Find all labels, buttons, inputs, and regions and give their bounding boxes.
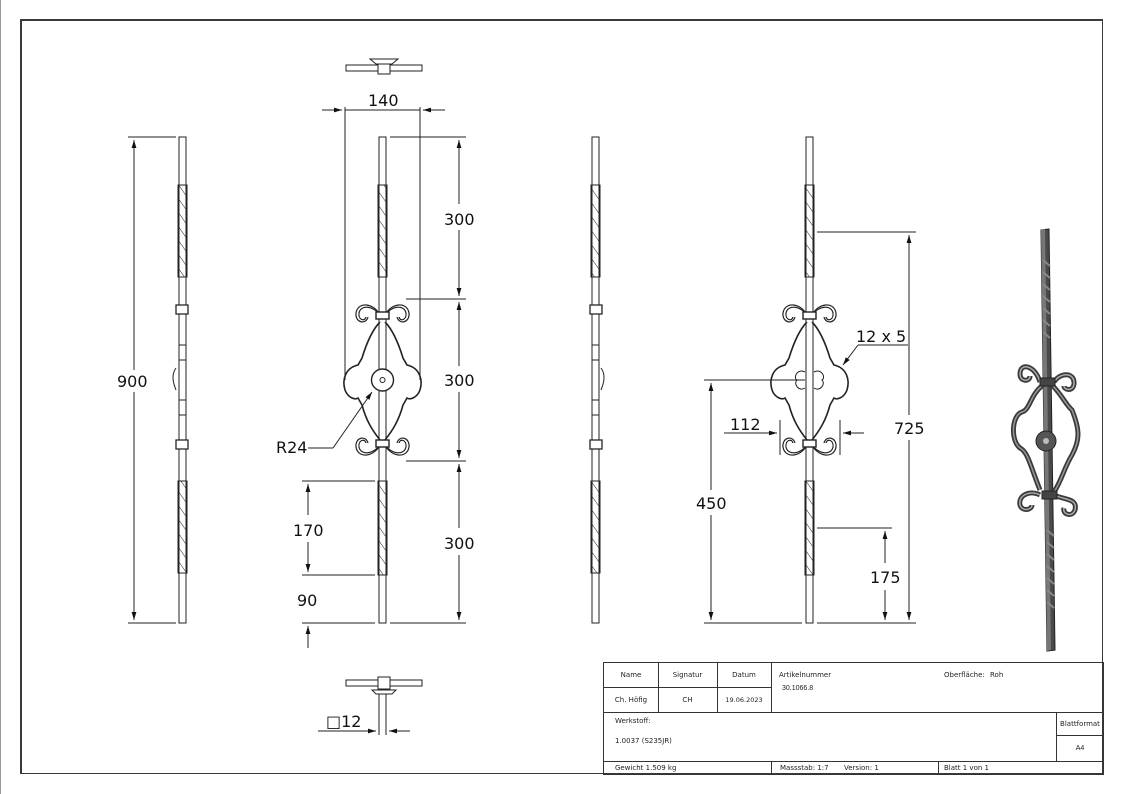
weight: Gewicht 1.509 kg: [615, 764, 677, 772]
article-label: Artikelnummer: [779, 671, 832, 679]
bottom-view: [318, 676, 423, 735]
dim-twist-bottom-height: 175: [870, 568, 901, 587]
dim-scroll-width: 112: [730, 415, 761, 434]
dim-bar-section: □12: [326, 712, 361, 731]
side-view-left: [128, 136, 189, 624]
scale: Massstab: 1:7: [780, 764, 829, 772]
detail-view: [704, 136, 916, 624]
material-value: 1.0037 (S235JR): [615, 737, 672, 745]
title-block: Name Signatur Datum Ch. Höfig CH 19.06.2…: [603, 662, 1104, 775]
dim-rosette-height: 450: [696, 494, 727, 513]
header-signature: Signatur: [672, 671, 703, 679]
dim-bottom-offset: 90: [297, 591, 317, 610]
author-name: Ch. Höfig: [614, 695, 648, 704]
page-edge: [0, 0, 1, 794]
dim-overall-height: 900: [117, 372, 148, 391]
dim-twist-length: 170: [293, 521, 324, 540]
header-name: Name: [620, 671, 642, 679]
surface-label: Oberfläche:: [944, 671, 985, 679]
surface-value: Roh: [990, 671, 1004, 679]
sheet-format-value: A4: [1075, 744, 1085, 752]
dim-twist-top-height: 725: [894, 419, 925, 438]
version: Version: 1: [844, 764, 879, 772]
isometric-view: [1011, 228, 1081, 652]
header-date: Datum: [732, 671, 756, 679]
article-number: 30.1066.8: [782, 685, 814, 692]
dim-middle-segment: 300: [444, 371, 475, 390]
sheet-number: Blatt 1 von 1: [944, 764, 989, 772]
top-view: [345, 58, 423, 75]
author-signature: CH: [682, 695, 693, 704]
dim-flat-bar: 12 x 5: [856, 327, 906, 346]
material-label: Werkstoff:: [615, 717, 651, 725]
dim-bottom-segment: 300: [444, 534, 475, 553]
dim-top-segment: 300: [444, 210, 475, 229]
dim-width: 140: [368, 91, 399, 110]
side-view-right: [589, 136, 605, 624]
drawing-date: 19.06.2023: [725, 695, 763, 704]
front-view: [302, 107, 466, 648]
drawing-frame: [20, 19, 1103, 774]
sheet-format-label: Blattformat: [1060, 719, 1100, 728]
dim-rosette-radius: R24: [276, 438, 307, 457]
